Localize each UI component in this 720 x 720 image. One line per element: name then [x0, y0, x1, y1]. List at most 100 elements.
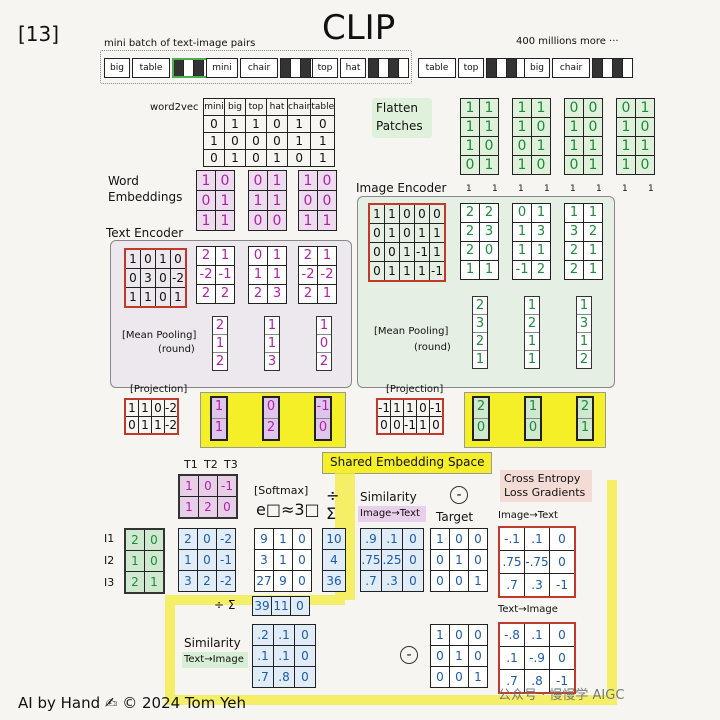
bias-one: 1	[596, 184, 602, 194]
table-cell: 0	[430, 666, 450, 688]
table-cell: 4	[322, 549, 346, 571]
table-cell: 0	[549, 646, 576, 670]
table-cell: .3	[381, 570, 403, 592]
table-cell: 1	[416, 416, 430, 435]
table-cell: .1	[381, 528, 403, 550]
text-projection-label: [Projection]	[130, 384, 188, 395]
image-mean-pooling-label: [Mean Pooling]	[374, 326, 449, 337]
table-cell: .75	[360, 549, 382, 571]
table-cell: .7	[498, 669, 525, 694]
image-encoder-label: Image Encoder	[356, 181, 447, 195]
table-row: .7.3-1	[498, 573, 576, 598]
sim-it-sub-box	[358, 506, 426, 522]
token-hat: hat	[340, 58, 366, 78]
table-cell: 1	[178, 549, 198, 571]
flatten-label: Flatten	[376, 101, 418, 115]
table-cell: 0	[430, 549, 450, 571]
table-cell: 0	[294, 645, 316, 667]
table-cell: 1	[124, 550, 145, 572]
table-cell: 2	[124, 528, 145, 551]
table-cell: -1	[414, 242, 430, 262]
table-cell: 0	[376, 416, 391, 435]
table-cell: 0	[286, 149, 312, 167]
more-label: 400 millions more ···	[516, 36, 619, 47]
table-cell: .7	[498, 573, 525, 598]
table-cell: .75	[498, 550, 525, 574]
table-cell: 0	[468, 645, 488, 667]
table-cell: 2	[198, 496, 218, 519]
table-cell: 1	[273, 549, 293, 571]
table-cell: 0	[549, 622, 576, 647]
slide-number: [13]	[18, 22, 60, 46]
table-cell: .8	[524, 669, 550, 694]
table-cell: 9	[273, 570, 293, 592]
table-cell: 0	[449, 666, 469, 688]
table-row: .7.8-1	[498, 669, 576, 694]
table-cell: 0	[449, 570, 469, 592]
table-cell: 0	[292, 549, 312, 571]
token-chair: chair	[552, 58, 590, 78]
table-cell: .1	[252, 645, 274, 667]
table-cell: 1	[310, 149, 336, 167]
table-cell: 3	[254, 549, 274, 571]
ce-ti-label: Text→Image	[498, 604, 558, 615]
table-cell: 0	[468, 528, 488, 550]
table-cell: -.1	[498, 526, 525, 551]
image-projection-label: [Projection]	[386, 384, 444, 395]
table-cell: 0	[292, 570, 312, 592]
token-big: big	[524, 58, 550, 78]
table-cell: 0	[402, 528, 424, 550]
t-label: T2	[204, 458, 218, 471]
token-top: top	[458, 58, 484, 78]
table-cell: -2	[164, 398, 179, 417]
bias-one: 1	[492, 184, 498, 194]
sim-ti-sub: Text→Image	[184, 654, 244, 665]
table-cell: 1	[273, 528, 293, 550]
table-cell: -2	[216, 528, 236, 550]
sim-it-sub: Image→Text	[360, 508, 420, 519]
table-cell: 2	[178, 528, 198, 550]
token-top: top	[312, 58, 338, 78]
table-cell: 0	[245, 149, 267, 167]
table-cell: 0	[155, 268, 171, 288]
i-label: I2	[104, 554, 115, 567]
table-cell: .25	[381, 549, 403, 571]
i-label: I1	[104, 532, 115, 545]
bias-one: 1	[622, 184, 628, 194]
table-cell: 0	[197, 528, 217, 550]
table-cell: 1	[449, 549, 469, 571]
table-cell: 0	[402, 549, 424, 571]
text-mean-pooling-label: [Mean Pooling]	[122, 330, 197, 341]
ce-label-box	[500, 470, 592, 502]
